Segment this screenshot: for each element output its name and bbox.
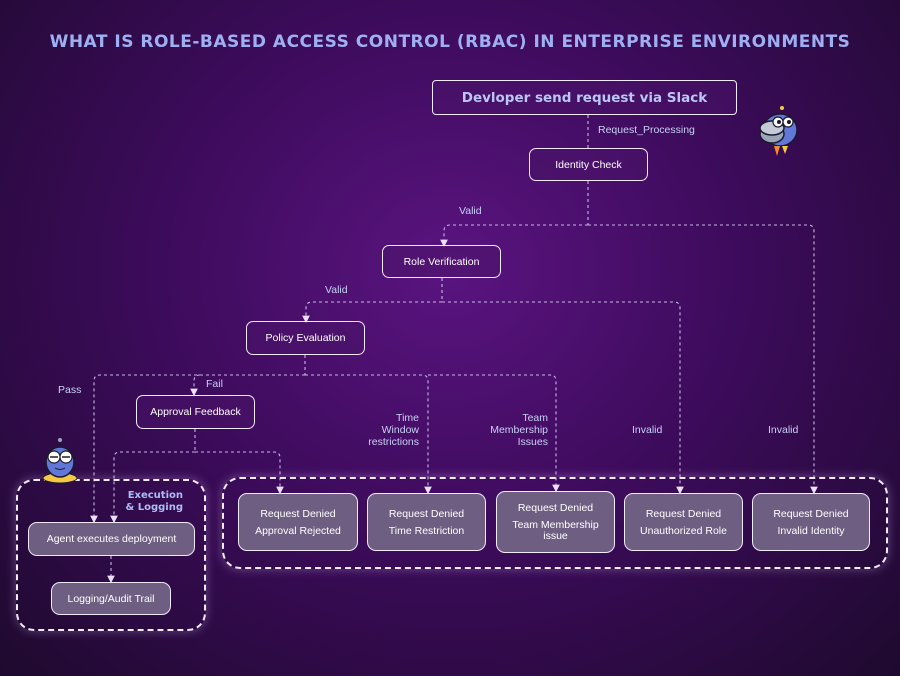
edge-invalid-identity — [588, 224, 818, 495]
label-invalid-identity: Invalid — [768, 424, 799, 436]
label-fail: Fail — [206, 378, 223, 390]
denied-unauthorized-role: Request Denied Unauthorized Role — [624, 493, 743, 551]
page-title: WHAT IS ROLE-BASED ACCESS CONTROL (RBAC)… — [49, 32, 851, 52]
denied-detail: Approval Rejected — [255, 524, 341, 537]
edge-invalid-role — [442, 301, 684, 495]
robot-rocket-icon — [759, 106, 798, 156]
edge-fail — [190, 374, 201, 397]
label-request-processing: Request_Processing — [598, 124, 695, 136]
edge-valid-policy — [302, 301, 442, 324]
edge-approval-execute — [110, 451, 195, 524]
label-invalid-role: Invalid — [632, 424, 663, 436]
denied-detail: Time Restriction — [388, 524, 465, 537]
edge-time-window — [305, 374, 432, 495]
denied-header: Request Denied — [517, 502, 594, 514]
execution-logging-title: Execution & Logging — [125, 490, 183, 513]
role-verification-node: Role Verification — [382, 245, 501, 278]
denied-detail: Team Membership issue — [512, 519, 599, 542]
label-valid-role: Valid — [325, 284, 348, 296]
denied-header: Request Denied — [388, 507, 465, 520]
denied-requests-group — [222, 477, 888, 569]
agent-executes-node: Agent executes deployment — [28, 522, 195, 556]
denied-invalid-identity: Request Denied Invalid Identity — [752, 493, 870, 551]
denied-detail: Unauthorized Role — [640, 524, 727, 537]
label-valid-identity: Valid — [459, 205, 482, 217]
label-team-membership: Team Membership Issues — [490, 412, 548, 448]
denied-header: Request Denied — [645, 507, 722, 520]
start-node: Devloper send request via Slack — [432, 80, 737, 115]
denied-team-membership: Request Denied Team Membership issue — [496, 491, 615, 553]
policy-evaluation-node: Policy Evaluation — [246, 321, 365, 355]
logging-audit-node: Logging/Audit Trail — [51, 582, 171, 615]
edge-pass — [90, 374, 305, 524]
robot-mascot-icon — [42, 438, 78, 484]
edge-approval-rejected — [195, 451, 284, 495]
denied-header: Request Denied — [773, 507, 849, 520]
edge-valid-role — [440, 224, 588, 248]
denied-header: Request Denied — [260, 507, 336, 520]
approval-feedback-node: Approval Feedback — [136, 395, 255, 429]
denied-approval-rejected: Request Denied Approval Rejected — [238, 493, 358, 551]
edge-team-membership — [428, 374, 560, 493]
label-time-window: Time Window restrictions — [368, 412, 419, 448]
execution-logging-group — [16, 479, 206, 631]
identity-check-node: Identity Check — [529, 148, 648, 181]
label-pass: Pass — [58, 384, 82, 396]
denied-time-restriction: Request Denied Time Restriction — [367, 493, 486, 551]
denied-detail: Invalid Identity — [777, 524, 845, 537]
